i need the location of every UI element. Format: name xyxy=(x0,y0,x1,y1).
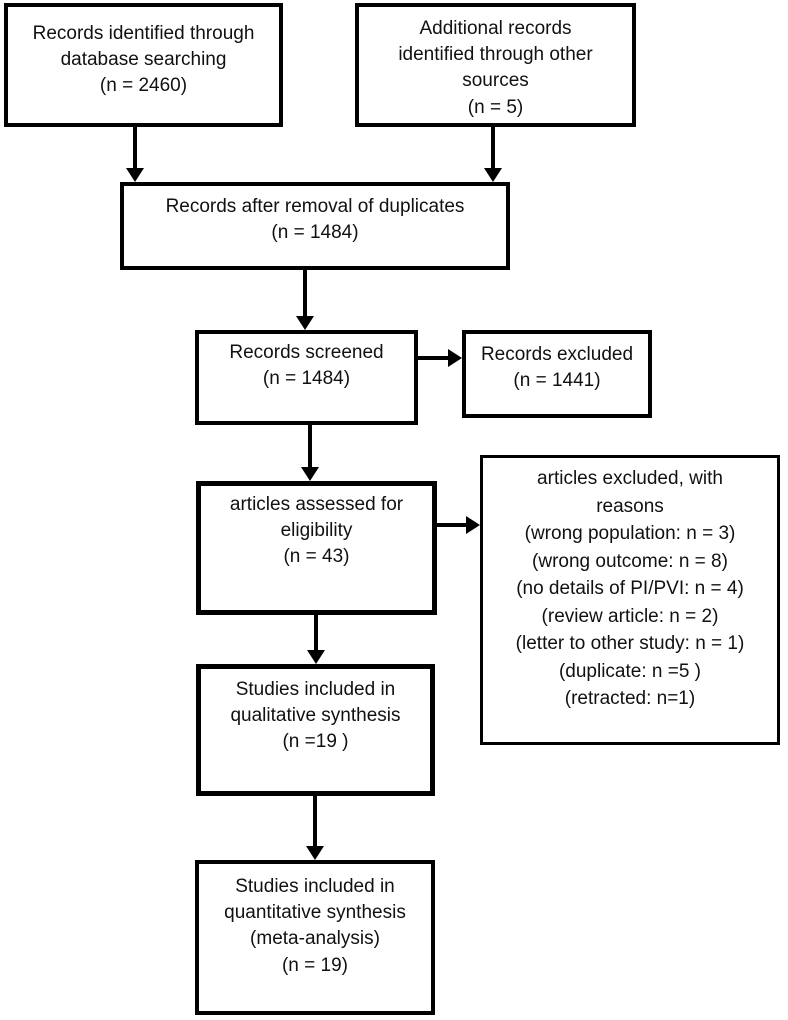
box-records-screened: Records screened (n = 1484) xyxy=(195,330,418,425)
box-records-excluded: Records excluded (n = 1441) xyxy=(462,330,652,418)
arrow-identified-to-duplicates xyxy=(126,127,144,182)
arrow-qualitative-to-quantitative xyxy=(306,796,324,860)
box-records-identified: Records identified through database sear… xyxy=(4,3,283,127)
box-additional-records: Additional records identified through ot… xyxy=(355,3,636,127)
box-records-after-duplicates: Records after removal of duplicates (n =… xyxy=(120,182,510,270)
arrow-additional-to-duplicates xyxy=(484,127,502,182)
arrow-duplicates-to-screened xyxy=(296,270,314,330)
box-qualitative-synthesis: Studies included in qualitative synthesi… xyxy=(196,664,435,796)
box-articles-assessed-eligibility: articles assessed for eligibility (n = 4… xyxy=(196,481,437,615)
box-articles-excluded-reasons: articles excluded, with reasons (wrong p… xyxy=(480,455,780,745)
arrow-screened-to-excluded xyxy=(418,349,462,367)
arrow-eligibility-to-qualitative xyxy=(307,615,325,664)
arrow-eligibility-to-excluded-reasons xyxy=(437,516,480,534)
box-quantitative-synthesis: Studies included in quantitative synthes… xyxy=(195,860,435,1015)
arrow-screened-to-eligibility xyxy=(301,425,319,481)
